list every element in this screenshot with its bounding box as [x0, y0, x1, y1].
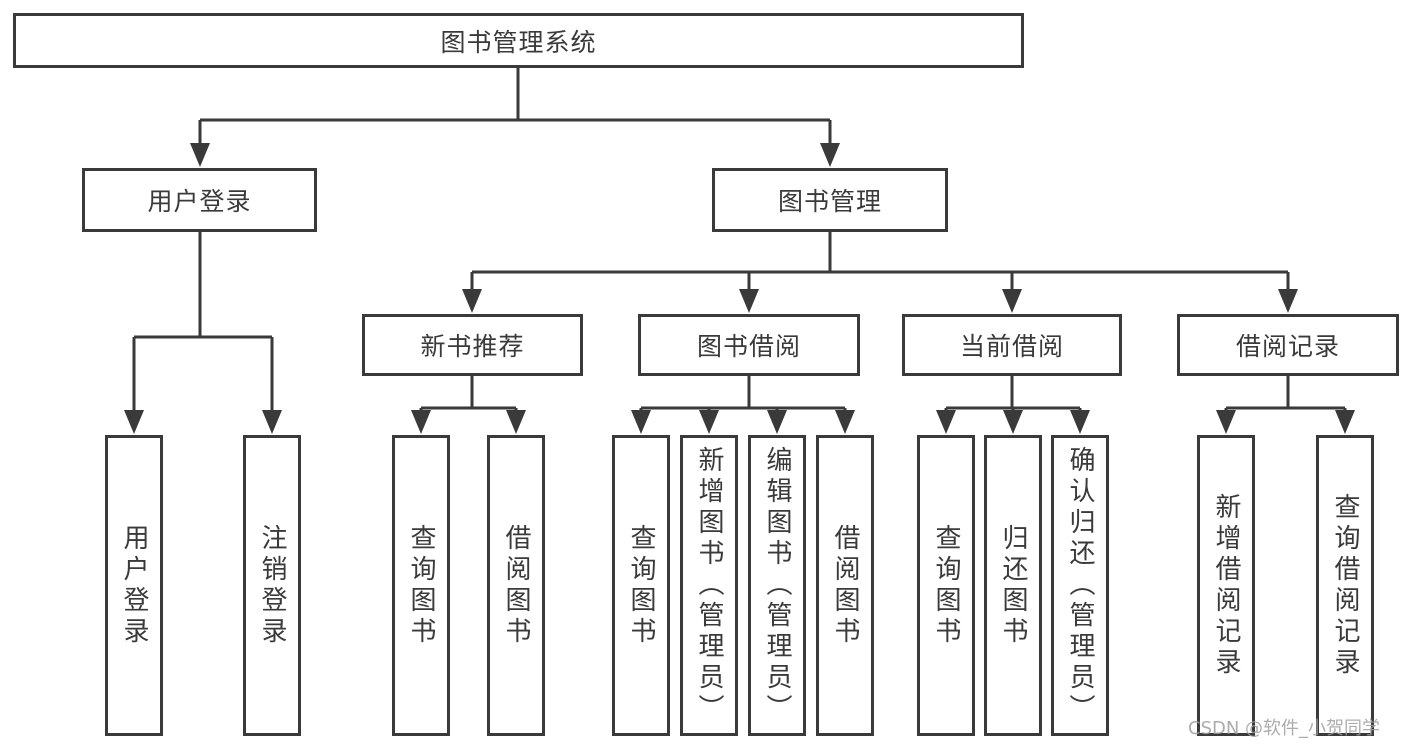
arrowhead-new-book-recommend	[462, 289, 482, 313]
node-label: 图书管理系统	[440, 27, 597, 57]
leaf-label: 查询图书	[626, 523, 656, 648]
arrowhead-cb-return	[1003, 410, 1023, 434]
leaf-label: 借阅图书	[501, 523, 531, 648]
node-borrow-records: 借阅记录	[1177, 314, 1399, 376]
arrowhead-bb-query	[631, 410, 651, 434]
leaf-label: 新增图书（管理员）	[694, 446, 724, 725]
leaf-borrow-books-recommend: 借阅图书	[487, 435, 545, 736]
node-current-borrow: 当前借阅	[902, 314, 1122, 376]
node-label: 图书借阅	[696, 332, 801, 361]
node-book-borrow: 图书借阅	[638, 314, 860, 376]
arrowhead-borrow-records	[1278, 289, 1298, 313]
arrowhead-cb-query	[936, 410, 956, 434]
leaf-label: 查询借阅记录	[1330, 492, 1360, 679]
leaf-query-books-borrow: 查询图书	[612, 435, 670, 736]
arrowhead-current-borrow	[1002, 289, 1022, 313]
node-label: 新书推荐	[420, 332, 525, 361]
arrowhead-nbr-borrow	[506, 410, 526, 434]
node-label: 图书管理	[777, 187, 882, 216]
leaf-logout: 注销登录	[243, 435, 301, 736]
arrowhead-br-query	[1335, 410, 1355, 434]
leaf-query-books-recommend: 查询图书	[392, 435, 450, 736]
arrowhead-bb-add	[699, 410, 719, 434]
arrowhead-book-management	[820, 143, 840, 167]
connector-borrow-records-branch	[1224, 376, 1347, 412]
node-label: 借阅记录	[1235, 332, 1340, 361]
arrowhead-leaf-logout	[262, 410, 282, 434]
leaf-query-borrow-record: 查询借阅记录	[1316, 435, 1374, 736]
connector-root-to-level2	[198, 68, 832, 145]
node-label: 当前借阅	[959, 332, 1064, 361]
connector-user-login-branch	[132, 232, 274, 412]
arrowhead-br-add	[1216, 410, 1236, 434]
connector-book-borrow-branch	[639, 376, 847, 412]
leaf-label: 新增借阅记录	[1211, 492, 1241, 679]
arrowhead-nbr-query	[411, 410, 431, 434]
leaf-add-books-admin: 新增图书（管理员）	[680, 435, 738, 736]
leaf-label: 注销登录	[257, 523, 287, 648]
leaf-confirm-return-admin: 确认归还（管理员）	[1051, 435, 1109, 736]
leaf-label: 用户登录	[119, 523, 149, 648]
leaf-add-borrow-record: 新增借阅记录	[1197, 435, 1255, 736]
connector-current-borrow-branch	[944, 376, 1082, 412]
leaf-label: 查询图书	[931, 523, 961, 648]
arrowhead-bb-borrow	[835, 410, 855, 434]
leaf-label: 查询图书	[406, 523, 436, 648]
leaf-label: 归还图书	[998, 523, 1028, 648]
node-label: 用户登录	[147, 187, 252, 216]
leaf-user-login: 用户登录	[105, 435, 163, 736]
leaf-borrow-books: 借阅图书	[816, 435, 874, 736]
node-book-management-system: 图书管理系统	[13, 13, 1024, 68]
leaf-edit-books-admin: 编辑图书（管理员）	[748, 435, 806, 736]
leaf-label: 编辑图书（管理员）	[762, 446, 792, 725]
leaf-query-books-current: 查询图书	[917, 435, 975, 736]
arrowhead-user-login	[190, 143, 210, 167]
arrowhead-cb-confirm	[1070, 410, 1090, 434]
arrowhead-bb-edit	[767, 410, 787, 434]
csdn-watermark: CSDN @软件_小贺同学	[1188, 718, 1381, 739]
node-new-book-recommend: 新书推荐	[362, 314, 583, 376]
connector-book-management-branch	[470, 232, 1290, 291]
leaf-return-books: 归还图书	[984, 435, 1042, 736]
connector-new-book-recommend-branch	[419, 376, 518, 412]
node-user-login: 用户登录	[82, 168, 317, 232]
leaf-label: 借阅图书	[830, 523, 860, 648]
leaf-label: 确认归还（管理员）	[1065, 446, 1095, 725]
arrowhead-leaf-login	[124, 410, 144, 434]
node-book-management: 图书管理	[712, 168, 948, 232]
arrowhead-book-borrow	[739, 289, 759, 313]
